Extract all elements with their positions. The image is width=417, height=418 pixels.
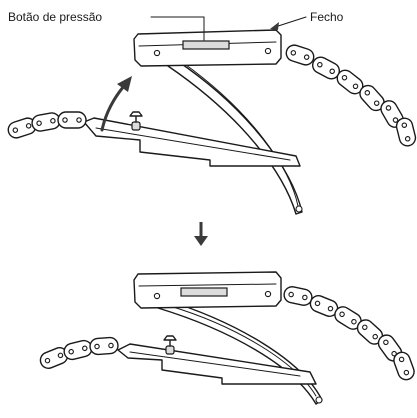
push-button-bottom (180, 287, 228, 297)
bracelet-links-right-bottom (281, 284, 417, 383)
clasp-open-figure (5, 16, 417, 215)
lift-arrow (100, 76, 132, 132)
bracelet-links-right (283, 42, 417, 149)
folding-blade (167, 59, 303, 215)
push-button-leader (150, 16, 205, 41)
bracelet-links-left (5, 110, 87, 141)
lower-band (83, 111, 301, 167)
lower-band-bottom (117, 335, 317, 385)
clasp-closing-figure (37, 271, 417, 405)
push-button-label: Botão de pressão (8, 10, 102, 24)
clasp-label: Fecho (310, 10, 344, 24)
press-arrow (194, 222, 208, 246)
bracelet-links-left-bottom (37, 336, 120, 372)
push-button (182, 40, 230, 50)
